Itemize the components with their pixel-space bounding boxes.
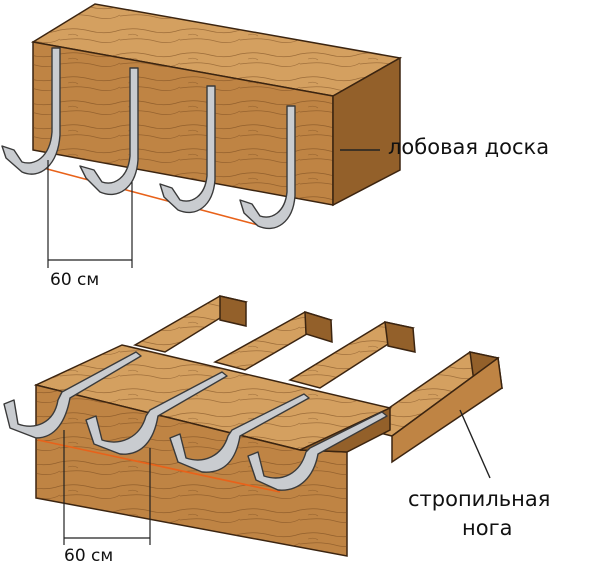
fascia-board-label: лобовая доска — [388, 135, 550, 159]
leader-rafter — [459, 409, 491, 479]
spacing-label-top: 60 см — [50, 270, 100, 290]
rafter — [288, 321, 416, 389]
rafter — [213, 310, 333, 371]
spacing-label-bottom: 60 см — [64, 546, 114, 566]
dimension-top — [47, 160, 133, 268]
dimension-bottom — [63, 430, 151, 545]
rafter — [132, 295, 248, 353]
slope-line-bottom — [37, 439, 281, 493]
gutter-hook-icon — [169, 393, 310, 473]
rafter-label-line1: стропильная — [408, 487, 551, 511]
gutter-hook-icon — [3, 351, 142, 439]
rafter — [358, 351, 503, 464]
bottom-diagram — [3, 295, 503, 557]
rafter-label-line2: нога — [462, 516, 513, 540]
gutter-hook-icon — [85, 371, 228, 455]
gutter-hook-icon — [159, 85, 216, 214]
slope-line-top — [31, 164, 263, 227]
gutter-hook-icon — [247, 411, 388, 491]
top-diagram — [1, 3, 403, 268]
gutter-hook-icon — [79, 67, 139, 196]
gutter-hook-icon — [239, 105, 296, 230]
gutter-hook-icon — [1, 47, 61, 175]
fascia-board-side-face — [332, 56, 401, 207]
